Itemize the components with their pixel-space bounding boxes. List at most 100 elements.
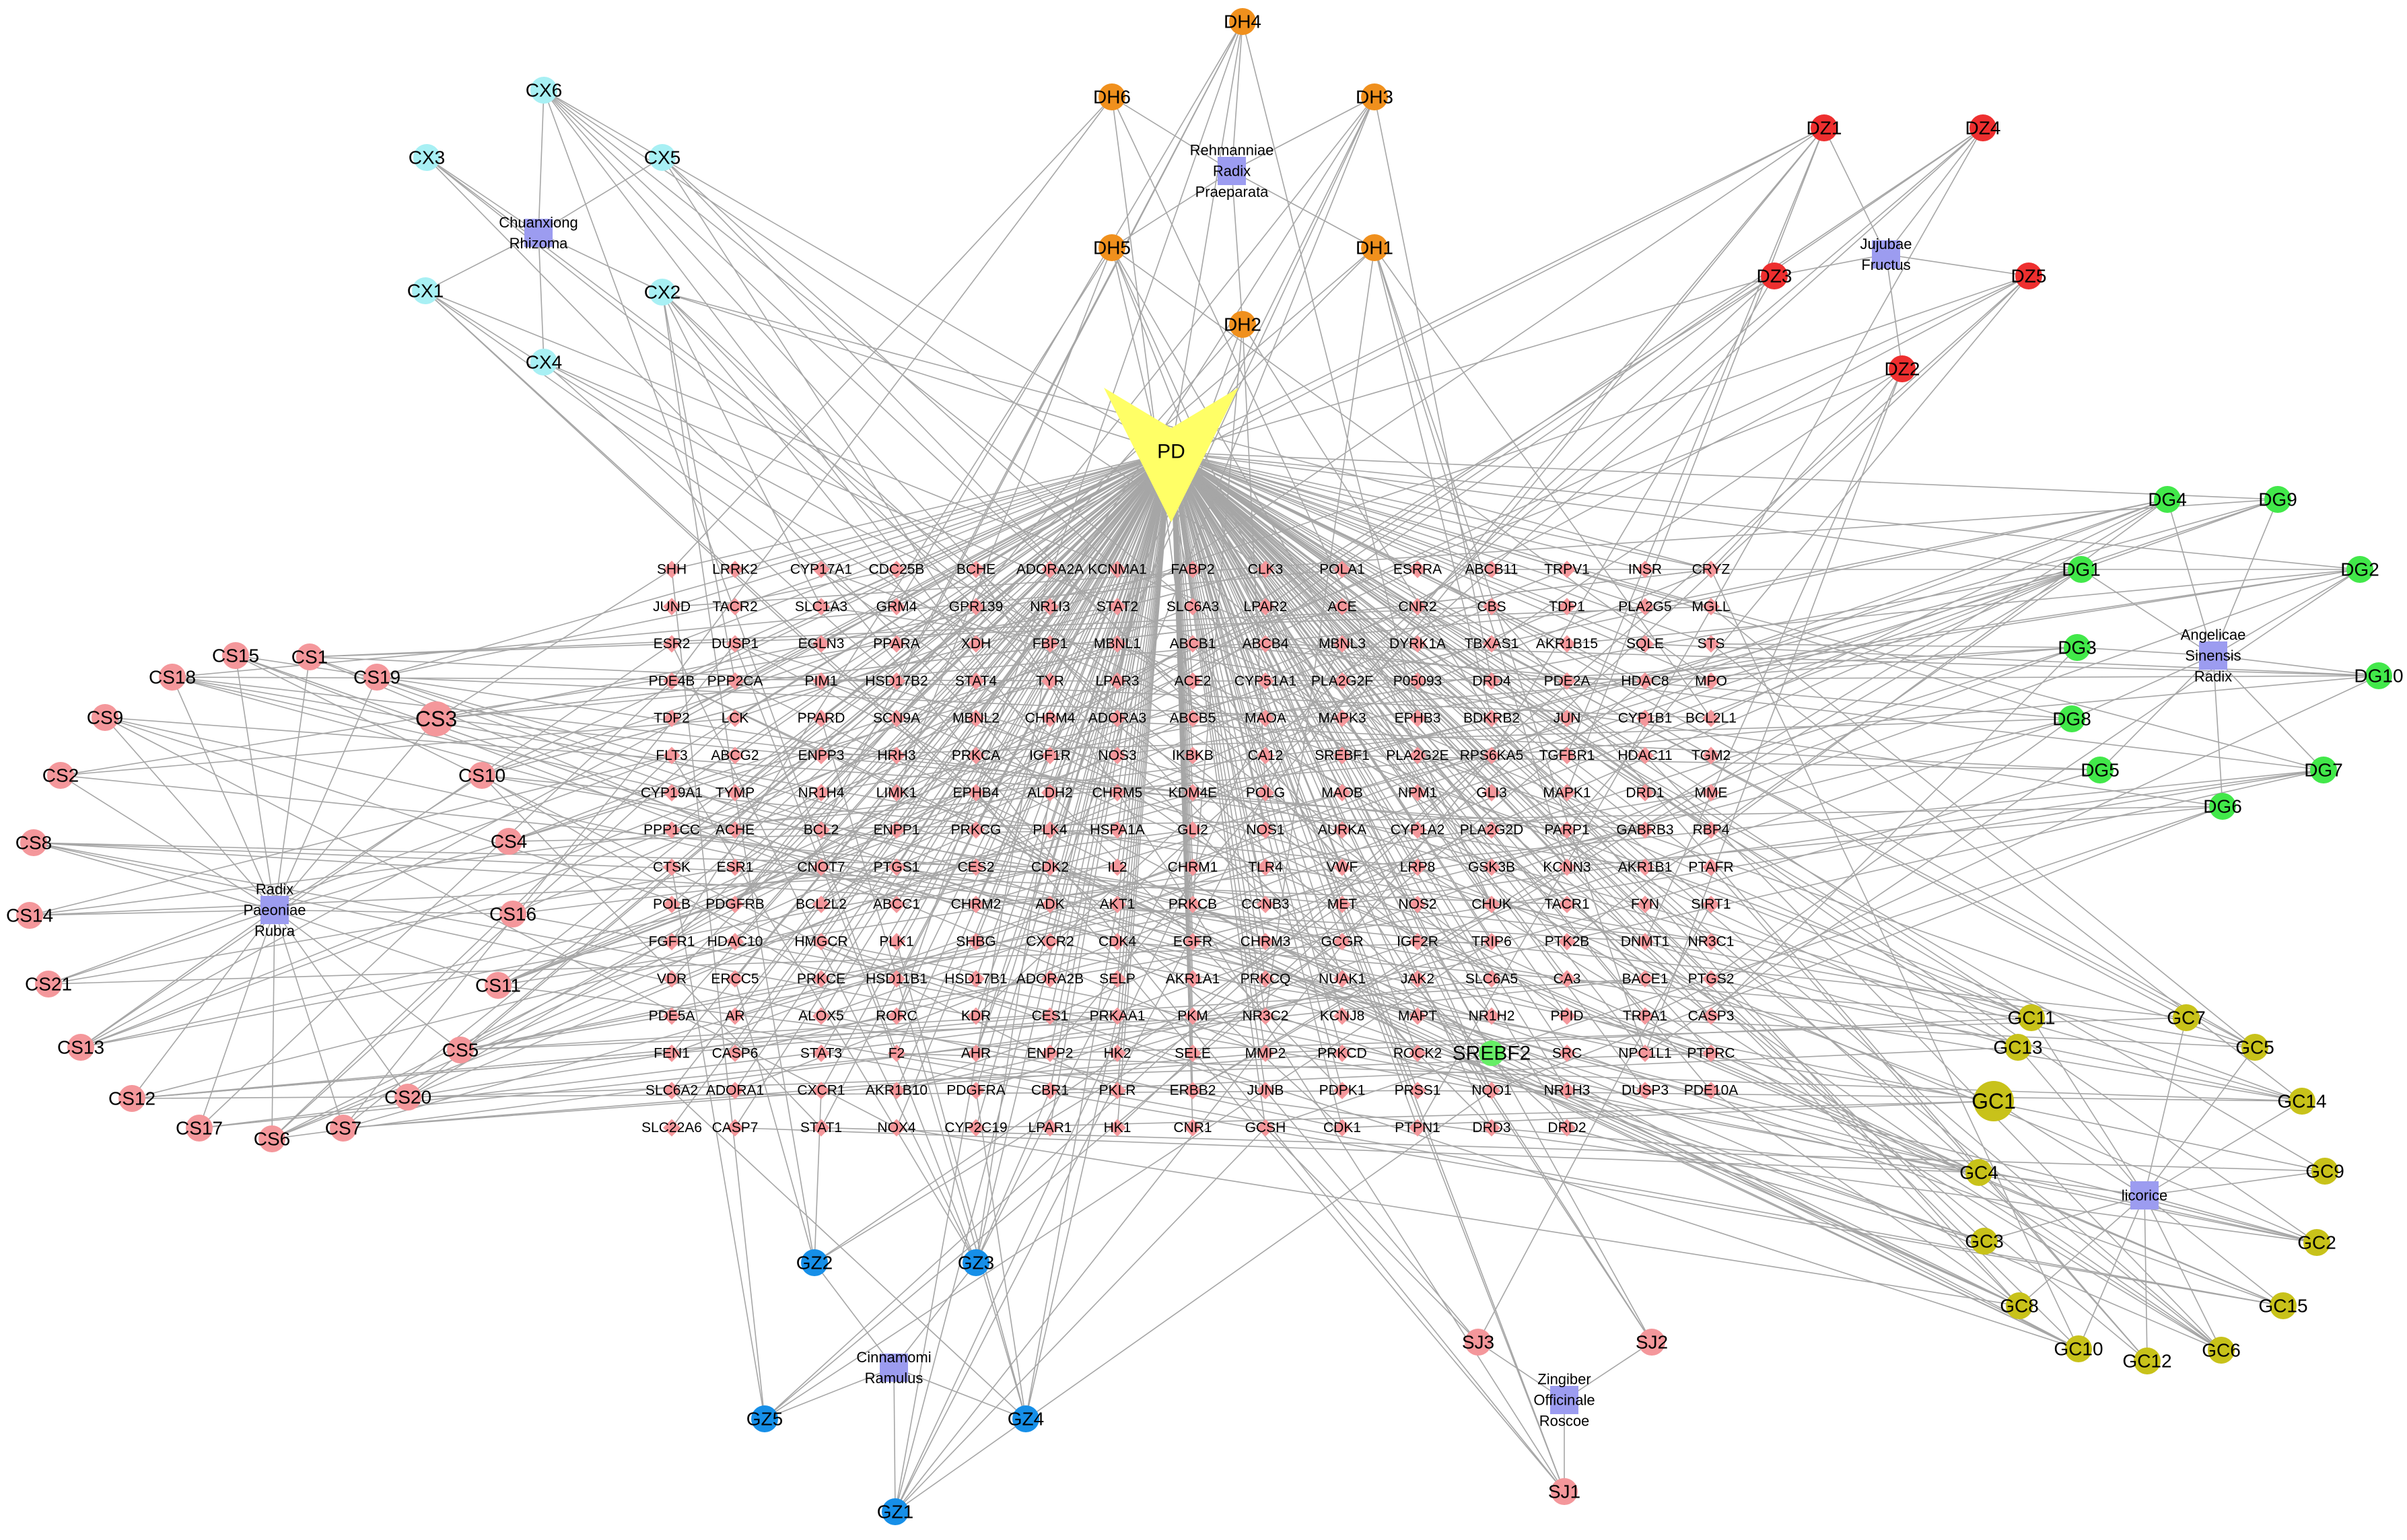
edge xyxy=(1644,569,2361,1054)
target-node-cxcr2 xyxy=(1041,933,1059,950)
edge xyxy=(662,291,736,793)
edge xyxy=(543,361,897,682)
edge xyxy=(1566,275,2029,831)
target-node-cnr1 xyxy=(1184,1119,1201,1137)
edge xyxy=(481,775,822,1129)
target-node-ppp1cc xyxy=(663,821,681,839)
edge xyxy=(975,941,1994,1102)
herb-label-rehmanniae: Rehmanniae xyxy=(1190,142,1274,159)
target-node-prkce xyxy=(812,970,830,988)
edge xyxy=(80,909,275,1048)
edge xyxy=(1491,647,2078,868)
target-label-lck: LCK xyxy=(722,711,749,726)
target-label-tacr1: TACR1 xyxy=(1544,897,1589,912)
edge xyxy=(1644,675,2379,1017)
edge xyxy=(734,979,815,1263)
target-node-nuak1 xyxy=(1333,970,1351,988)
target-label-abcb11: ABCB11 xyxy=(1465,562,1519,578)
target-label-abcb5: ABCB5 xyxy=(1170,711,1216,726)
target-node-nr1h3 xyxy=(1558,1082,1576,1100)
target-node-grm4 xyxy=(888,598,905,616)
herb-label-jujubae: Jujubae xyxy=(1860,236,1912,252)
target-label-ace: ACE xyxy=(1327,599,1356,615)
target-label-erbb2: ERBB2 xyxy=(1170,1083,1216,1098)
target-node-maoa xyxy=(1257,709,1274,728)
pd-center-label: PD xyxy=(1157,441,1185,463)
edge xyxy=(2144,1100,2303,1196)
edge xyxy=(975,452,1172,942)
target-node-pdgfra xyxy=(967,1082,985,1100)
edge xyxy=(1117,452,1172,793)
edge xyxy=(821,452,1172,831)
edge xyxy=(1049,718,2101,771)
target-label-rorc: RORC xyxy=(876,1008,917,1024)
ingredient-label-gc14: GC14 xyxy=(2277,1091,2326,1112)
ingredient-label-cs1: CS1 xyxy=(291,647,328,668)
ingredient-label-gz1: GZ1 xyxy=(877,1502,913,1523)
edge xyxy=(271,718,736,1140)
target-node-hspa1a xyxy=(1109,821,1126,839)
edge xyxy=(671,499,2278,608)
target-label-slc6a5: SLC6A5 xyxy=(1465,971,1518,987)
edge xyxy=(2071,655,2214,720)
herb-node-zingiber-officinale-roscoe xyxy=(1550,1386,1578,1414)
edge xyxy=(481,775,1418,868)
edge xyxy=(1341,769,2324,905)
ingredient-label-dg3: DG3 xyxy=(2058,637,2097,658)
target-label-abcb4: ABCB4 xyxy=(1243,636,1289,652)
target-label-ces2: CES2 xyxy=(958,860,995,875)
edge xyxy=(1491,718,2020,1306)
target-label-hk1: HK1 xyxy=(1104,1120,1131,1135)
target-node-tymp xyxy=(726,783,744,802)
target-node-mapt xyxy=(1409,1007,1426,1025)
edge xyxy=(1111,96,1492,905)
ingredient-node-gc14 xyxy=(2289,1088,2315,1115)
target-label-ppid: PPID xyxy=(1550,1008,1583,1024)
target-node-ephb4 xyxy=(967,783,985,802)
target-node-chrm2 xyxy=(967,895,985,913)
ingredient-node-gc3 xyxy=(1971,1228,1998,1255)
target-node-cbs xyxy=(1483,598,1500,616)
ingredient-label-dh5: DH5 xyxy=(1093,238,1131,258)
target-node-ptprc xyxy=(1702,1044,1720,1062)
edge xyxy=(1117,941,1985,1242)
edge xyxy=(1231,21,1243,172)
target-label-bcl2l2: BCL2L2 xyxy=(796,897,847,912)
edge xyxy=(1171,21,1243,453)
target-node-erbb2 xyxy=(1184,1082,1201,1100)
target-label-ppard: PPARD xyxy=(798,711,845,726)
target-node-ercc5 xyxy=(726,970,744,988)
target-label-mapt: MAPT xyxy=(1398,1008,1438,1024)
target-node-prkca xyxy=(967,746,985,765)
edge xyxy=(1049,452,1172,905)
edge xyxy=(1171,452,1266,905)
edge xyxy=(1566,1127,1985,1242)
edge xyxy=(497,452,1172,986)
edge xyxy=(425,290,1492,719)
target-label-parp1: PARP1 xyxy=(1544,823,1589,838)
target-label-cdc25b: CDC25B xyxy=(869,562,925,578)
target-node-chrm5 xyxy=(1109,783,1126,802)
target-label-prkcq: PRKCQ xyxy=(1241,971,1291,987)
target-node-nox4 xyxy=(888,1119,905,1137)
edge xyxy=(376,676,1646,1091)
edge xyxy=(1477,1341,1565,1401)
target-label-slc6a2: SLC6A2 xyxy=(646,1083,698,1098)
target-node-igf2r xyxy=(1409,933,1426,950)
ingredient-label-cs10: CS10 xyxy=(458,765,505,786)
ingredient-label-cs14: CS14 xyxy=(6,905,53,926)
target-node-slc6a3 xyxy=(1184,598,1201,616)
edge xyxy=(734,452,1172,831)
edge xyxy=(814,1090,822,1263)
target-label-ptprc: PTPRC xyxy=(1687,1045,1735,1061)
target-node-scn9a xyxy=(888,709,905,728)
target-label-tgm2: TGM2 xyxy=(1691,748,1731,763)
target-label-cryz: CRYZ xyxy=(1692,562,1731,578)
edge xyxy=(1171,452,1492,1091)
target-label-npc1l1: NPC1L1 xyxy=(1618,1045,1671,1061)
edge xyxy=(2167,499,2214,656)
target-node-pla2g2f xyxy=(1333,672,1351,690)
edge xyxy=(821,499,2278,905)
ingredient-node-dh1 xyxy=(1361,234,1388,261)
target-label-mmp2: MMP2 xyxy=(1245,1045,1286,1061)
